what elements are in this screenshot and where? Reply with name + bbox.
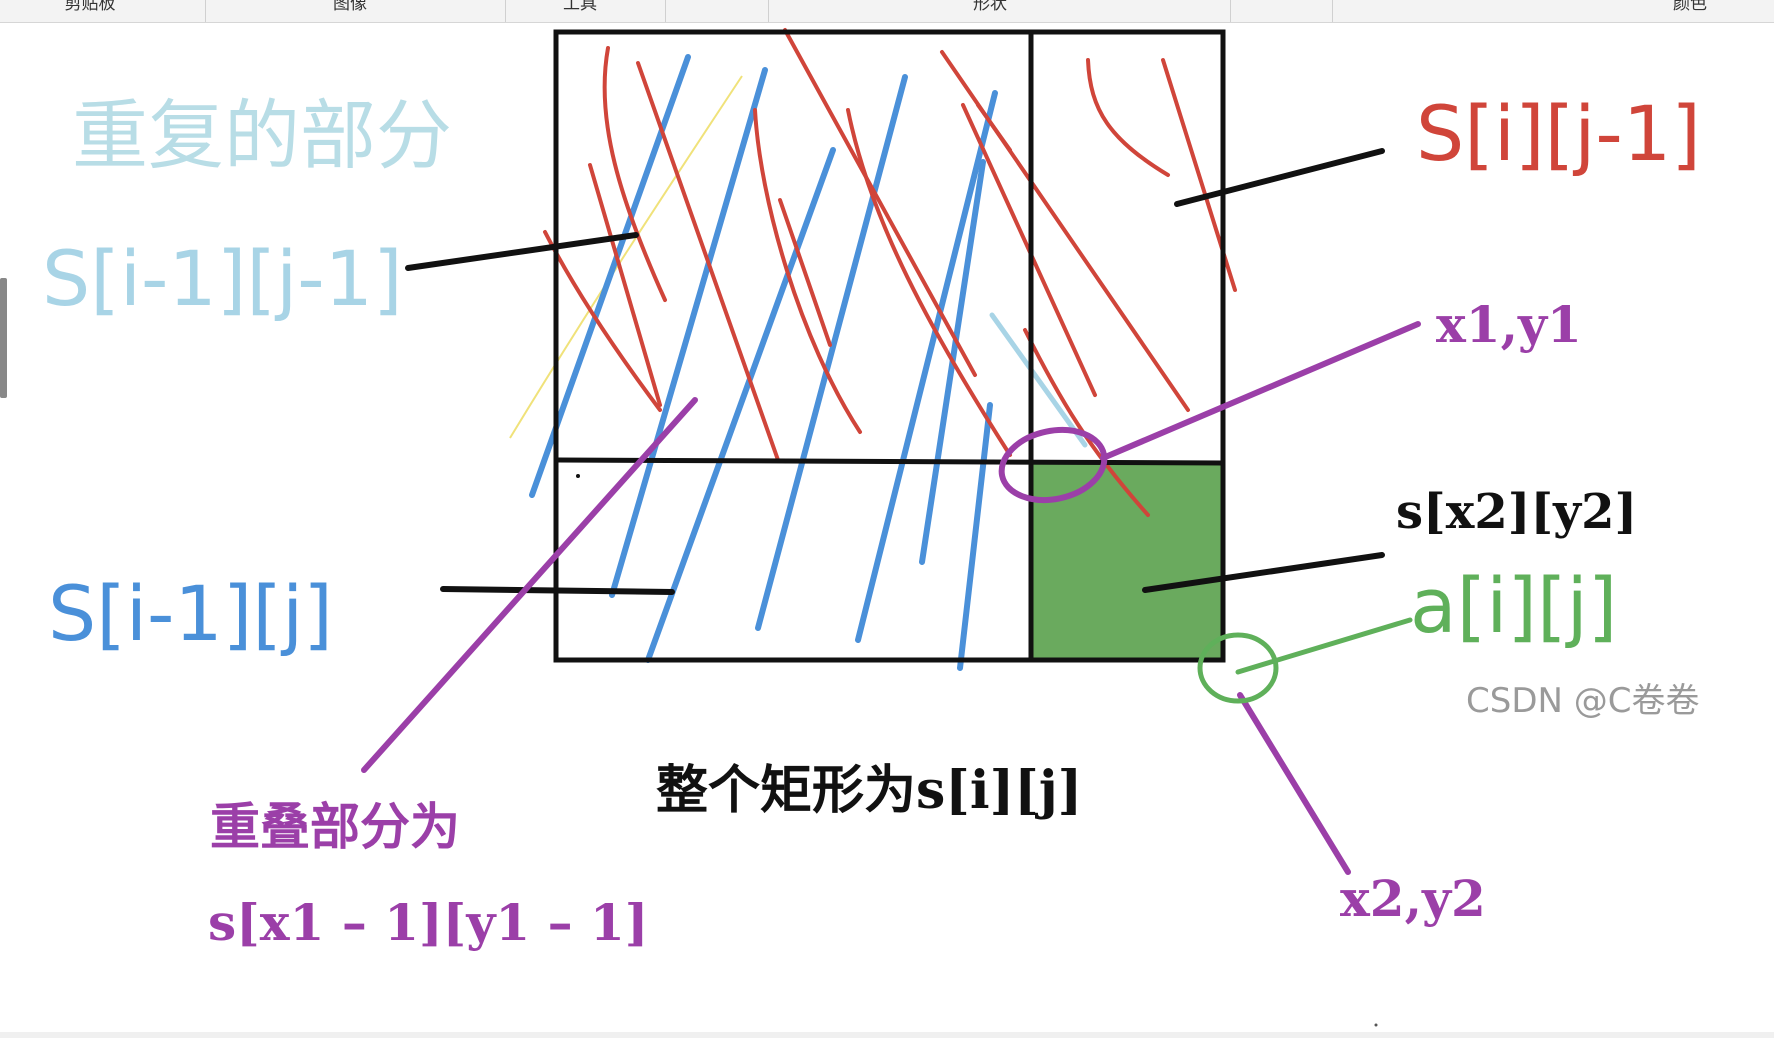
toolbar-separator bbox=[205, 0, 206, 22]
label-whole-rectangle: 整个矩形为s[i][j] bbox=[656, 760, 1082, 821]
label-s-i-1-j-1: S[i-1][j-1] bbox=[42, 234, 403, 323]
light-blue-stroke bbox=[989, 312, 1088, 448]
label-s-i-1-j: S[i-1][j] bbox=[48, 569, 333, 658]
horizontal-divider bbox=[557, 457, 1224, 466]
label-overlap-line2: s[x1 – 1][y1 – 1] bbox=[208, 893, 648, 952]
tools-group-label[interactable]: 工具 bbox=[563, 0, 597, 14]
toolbar-separator bbox=[768, 0, 769, 22]
pointer-lines bbox=[405, 148, 1385, 595]
circle-x1-y1 bbox=[998, 427, 1108, 503]
colors-group-label[interactable]: 颜色 bbox=[1673, 0, 1707, 14]
label-s-x2-y2: s[x2][y2] bbox=[1396, 484, 1637, 540]
circle-x2-y2 bbox=[1197, 632, 1279, 704]
watermark: CSDN @C卷卷 bbox=[1466, 681, 1699, 721]
toolbar-separator bbox=[505, 0, 506, 22]
label-repeat-part: 重复的部分 bbox=[72, 91, 452, 180]
toolbar-separator bbox=[1332, 0, 1333, 22]
label-a-i-j: a[i][j] bbox=[1410, 561, 1617, 650]
stray-dot bbox=[1374, 1023, 1378, 1027]
label-overlap-line1: 重叠部分为 bbox=[210, 797, 460, 856]
blue-hatch bbox=[529, 54, 998, 671]
drawing-canvas: 重复的部分 S[i-1][j-1] S[i][j-1] S[i-1][j] x1… bbox=[42, 28, 1701, 1027]
label-s-i-j-1: S[i][j-1] bbox=[1416, 89, 1701, 178]
whole-rectangle bbox=[553, 29, 1226, 663]
purple-annotations bbox=[361, 321, 1421, 875]
dot bbox=[576, 474, 580, 478]
clipboard-group-label[interactable]: 剪贴板 bbox=[64, 0, 116, 14]
shapes-group-label[interactable]: 形状 bbox=[973, 0, 1007, 14]
red-hatch bbox=[543, 28, 1237, 517]
toolbar-separator bbox=[1230, 0, 1231, 22]
canvas-resize-handle[interactable] bbox=[0, 278, 7, 398]
label-x2-y2: x2,y2 bbox=[1340, 869, 1486, 928]
green-annotations bbox=[1197, 617, 1413, 704]
label-x1-y1: x1,y1 bbox=[1436, 295, 1582, 354]
image-group-label[interactable]: 图像 bbox=[333, 0, 367, 14]
paint-toolbar: 剪贴板 图像 工具 形状 颜色 bbox=[0, 0, 1774, 23]
status-strip bbox=[0, 1032, 1774, 1038]
toolbar-separator bbox=[665, 0, 666, 22]
rectangle-grid bbox=[553, 29, 1226, 663]
